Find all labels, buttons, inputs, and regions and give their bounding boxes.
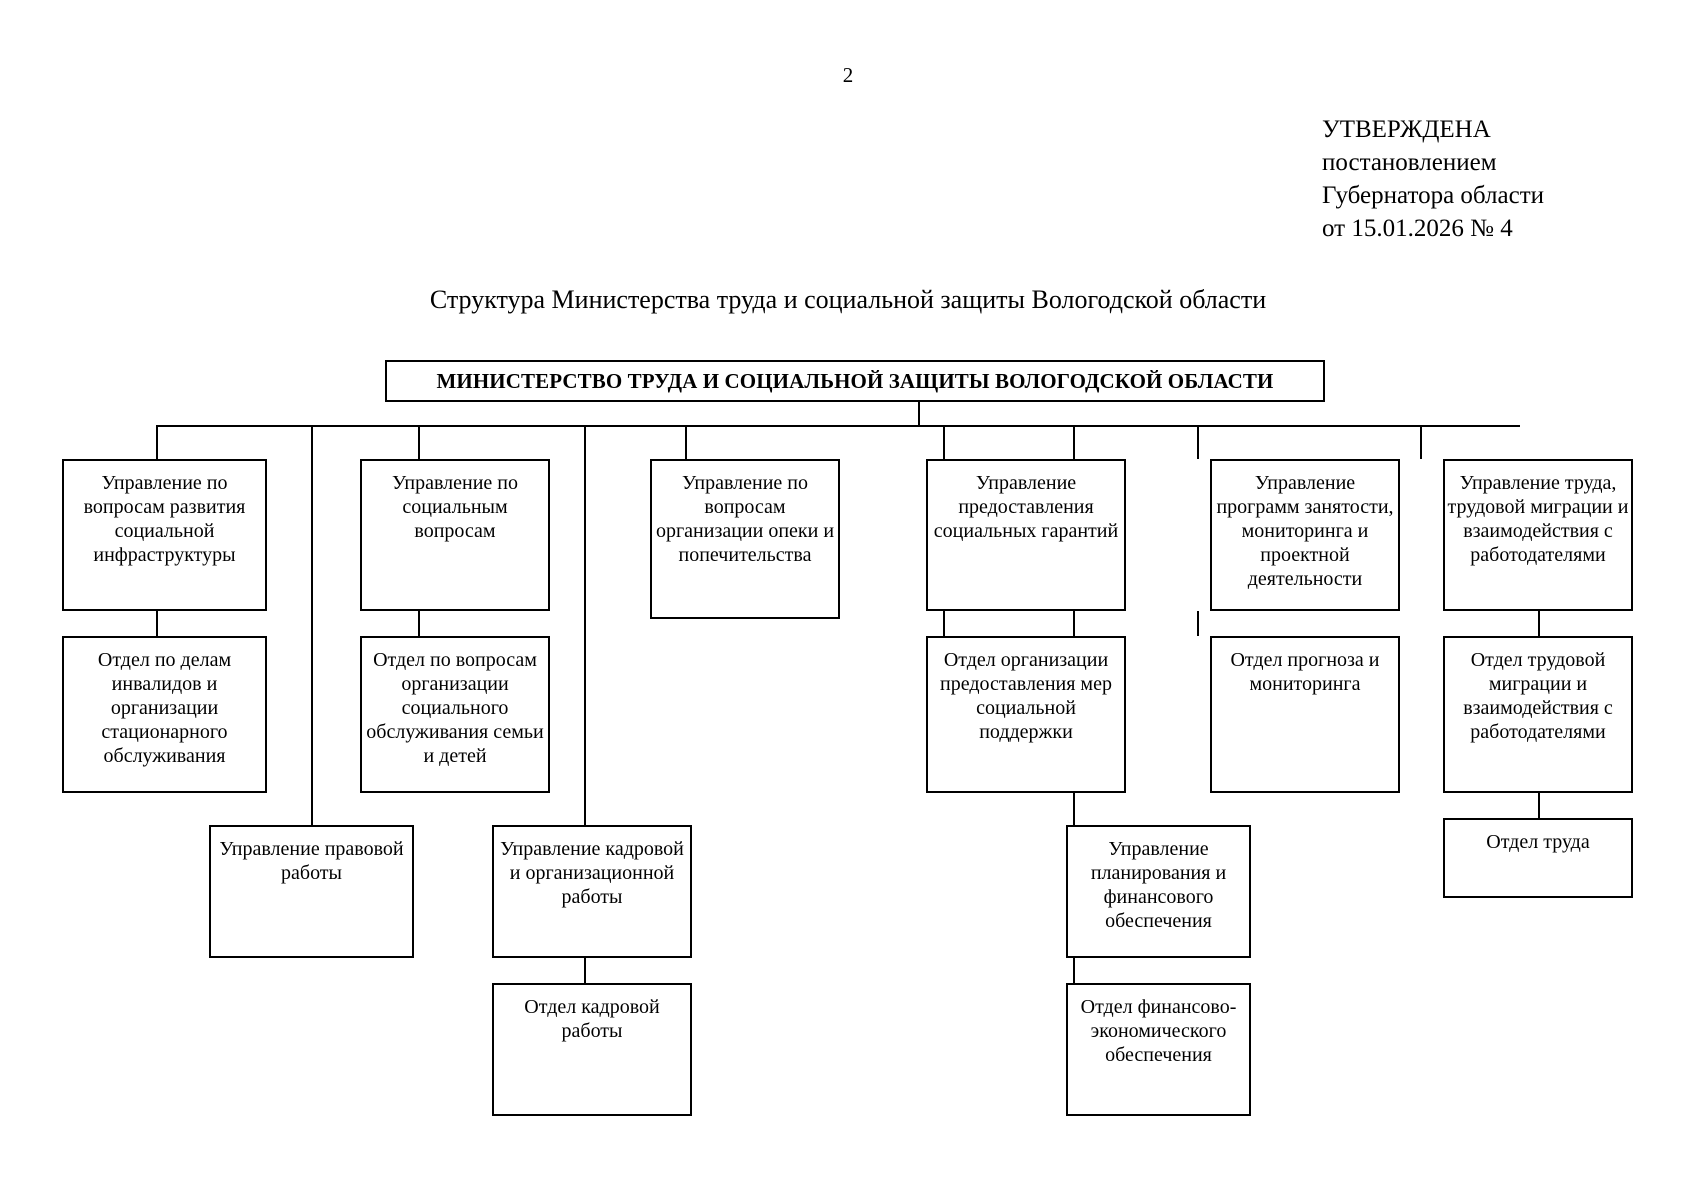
org-node-upravlenie-razvitiya-infrastruktury: Управление по вопросам развития социальн… [62, 459, 267, 611]
connector-drop-2 [311, 425, 313, 825]
org-node-upravlenie-pravovoy-raboty: Управление правовой работы [209, 825, 414, 958]
connector-n10-n11 [1538, 611, 1540, 636]
approval-line-4: от 15.01.2026 № 4 [1322, 215, 1513, 242]
connector-n16-n17 [1073, 958, 1075, 983]
org-node-root: МИНИСТЕРСТВО ТРУДА И СОЦИАЛЬНОЙ ЗАЩИТЫ В… [385, 360, 1325, 402]
connector-n14-n15 [584, 958, 586, 983]
connector-drop-8 [1197, 425, 1199, 459]
org-node-upravlenie-socialnyh-garantiy: Управление предоставления социальных гар… [926, 459, 1126, 611]
connector-bus [156, 425, 1520, 427]
connector-n3-n4 [418, 611, 420, 636]
connector-drop-6 [943, 425, 945, 459]
org-node-otdel-finansovo-ekonomicheskogo: Отдел финансово-экономического обеспечен… [1066, 983, 1251, 1116]
connector-n8-n9 [1197, 611, 1199, 636]
org-node-otdel-invalidov: Отдел по делам инвалидов и организации с… [62, 636, 267, 793]
connector-drop-7 [1073, 425, 1075, 825]
connector-n6-n7 [943, 611, 945, 636]
approval-line-2: постановлением [1322, 149, 1497, 176]
org-node-otdel-obsluzhivaniya-semi: Отдел по вопросам организации социальног… [360, 636, 550, 793]
connector-drop-3 [418, 425, 420, 459]
org-node-otdel-prognoza: Отдел прогноза и мониторинга [1210, 636, 1400, 793]
org-node-upravlenie-socialnym-voprosam: Управление по социальным вопросам [360, 459, 550, 611]
approval-line-1: УТВЕРЖДЕНА [1322, 116, 1491, 143]
org-node-upravlenie-kadrovoy-raboty: Управление кадровой и организационной ра… [492, 825, 692, 958]
connector-drop-1 [156, 425, 158, 459]
org-node-upravlenie-opeki: Управление по вопросам организации опеки… [650, 459, 840, 619]
org-node-otdel-mer-podderzhki: Отдел организации предоставления мер соц… [926, 636, 1126, 793]
connector-drop-4 [584, 425, 586, 825]
connector-drop-9 [1420, 425, 1422, 459]
org-node-otdel-trudovoy-migracii: Отдел трудовой миграции и взаимодействия… [1443, 636, 1633, 793]
connector-n11-n12 [1538, 793, 1540, 818]
org-node-otdel-kadrovoy-raboty: Отдел кадровой работы [492, 983, 692, 1116]
org-node-upravlenie-programm-zanyatosti: Управление программ занятости, мониторин… [1210, 459, 1400, 611]
org-node-upravlenie-planirovaniya: Управление планирования и финансового об… [1066, 825, 1251, 958]
org-node-upravlenie-truda-migracii: Управление труда, трудовой миграции и вз… [1443, 459, 1633, 611]
org-node-otdel-truda: Отдел труда [1443, 818, 1633, 898]
connector-root-stem [918, 402, 920, 427]
approval-block: УТВЕРЖДЕНА постановлением Губернатора об… [1322, 113, 1544, 245]
page-number: 2 [842, 63, 854, 87]
connector-n1-n2 [156, 611, 158, 636]
page-title: Структура Министерства труда и социально… [429, 285, 1267, 314]
approval-line-3: Губернатора области [1322, 182, 1544, 209]
connector-drop-5 [685, 425, 687, 459]
